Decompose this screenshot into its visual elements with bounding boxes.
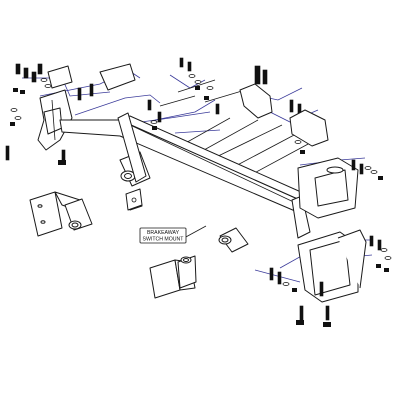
- receiver-tube: [218, 227, 249, 253]
- callout-line-2: SWITCH MOUNT: [143, 237, 185, 243]
- hitch-crossbar: [59, 115, 311, 215]
- fastener-set-upper-left: [10, 63, 52, 126]
- callout-line-1: BRAKEAWAY: [147, 230, 180, 236]
- loose-bracket-middle: [149, 255, 197, 299]
- left-side-plate: [117, 112, 147, 183]
- breakaway-switch-callout: BRAKEAWAY SWITCH MOUNT: [139, 227, 187, 244]
- left-frame-bracket: [37, 89, 73, 151]
- upper-left-bracket: [47, 63, 136, 91]
- right-end-bracket: [297, 157, 359, 219]
- loose-bracket-left: [29, 191, 93, 237]
- fastener-set-upper-middle: [147, 57, 220, 130]
- callout-leader-line: [183, 225, 207, 239]
- fastener-set-right: [351, 159, 392, 272]
- chain-bracket: [125, 188, 143, 211]
- fastener-set-left-bottom: [5, 83, 94, 165]
- fastener-set-upper-right: [239, 65, 329, 154]
- lower-right-bracket: [297, 229, 367, 303]
- fastener-set-bottom: [269, 267, 331, 327]
- right-side-plate: [291, 195, 311, 239]
